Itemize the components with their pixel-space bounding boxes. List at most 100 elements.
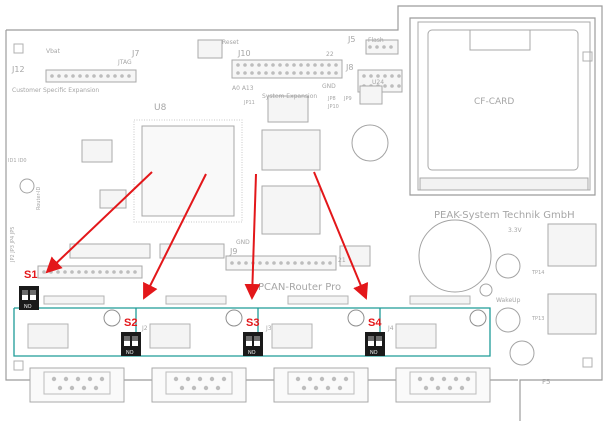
header-pin xyxy=(321,261,325,265)
header-pin xyxy=(126,270,130,274)
header-pin xyxy=(271,71,275,75)
main-chip-label: U8 xyxy=(154,103,167,113)
header-pin xyxy=(85,74,89,78)
header-pin xyxy=(390,74,394,78)
label-vbat: Vbat xyxy=(46,48,61,55)
header-pin xyxy=(285,71,289,75)
label-j3: J3 xyxy=(265,325,272,332)
label-ao: A0 A13 xyxy=(232,85,254,92)
header-pin xyxy=(307,261,311,265)
header-pin xyxy=(279,261,283,265)
header-pin xyxy=(369,74,373,78)
header-pin xyxy=(98,270,102,274)
header-pin xyxy=(383,84,387,88)
header-pin xyxy=(285,63,289,67)
header-pin xyxy=(390,84,394,88)
label-n22: 22 xyxy=(326,51,334,58)
switch-mark-s1: NO xyxy=(24,304,32,310)
header-pin xyxy=(92,74,96,78)
header-pin xyxy=(313,71,317,75)
header-pin xyxy=(286,261,290,265)
label-j2: J2 xyxy=(141,325,148,332)
label-j10: J10 xyxy=(237,49,251,58)
label-tp14: TP14 xyxy=(531,270,544,276)
can-channel-circles xyxy=(103,309,487,327)
label-n21: 21 xyxy=(338,257,346,264)
header-pin xyxy=(397,84,401,88)
header-pin xyxy=(70,270,74,274)
dsub-connectors xyxy=(29,367,491,403)
header-pin xyxy=(314,261,318,265)
pointer-arrows xyxy=(45,171,369,300)
arrow-s3 xyxy=(244,173,261,300)
label-j4: J4 xyxy=(387,325,394,332)
header-pin xyxy=(375,45,379,49)
label-jp8: JP8 xyxy=(327,96,336,102)
header-pin xyxy=(127,74,131,78)
header-pin xyxy=(278,71,282,75)
header-pin xyxy=(258,261,262,265)
switch-mark-s3: NO xyxy=(248,350,256,356)
header-pin xyxy=(230,261,234,265)
header-pin xyxy=(120,74,124,78)
cf-card-label: CF-CARD xyxy=(474,97,514,107)
header-pin xyxy=(71,74,75,78)
header-pin xyxy=(250,71,254,75)
dip-switch-s4: NO xyxy=(365,332,385,356)
header-pin xyxy=(328,261,332,265)
silkscreen-labels: Vbat JTAG J7 J12 Customer Specific Expan… xyxy=(8,35,550,386)
header-pin xyxy=(244,261,248,265)
main-processor xyxy=(133,119,243,223)
header-pin xyxy=(362,74,366,78)
label-j9: J9 xyxy=(229,247,237,256)
header-pin xyxy=(63,270,67,274)
header-pin xyxy=(50,74,54,78)
vendor-label: PEAK-System Technik GmbH xyxy=(434,210,575,221)
mounting-holes xyxy=(13,43,593,371)
label-j5: J5 xyxy=(347,35,355,44)
header-pin xyxy=(119,270,123,274)
header-pin xyxy=(271,63,275,67)
header-pin xyxy=(257,71,261,75)
header-pin xyxy=(112,270,116,274)
header-pin xyxy=(320,71,324,75)
label-wakeup: WakeUp xyxy=(496,297,521,304)
header-pin xyxy=(327,63,331,67)
label-f5: F5 xyxy=(542,378,550,386)
label-reset: Reset xyxy=(222,39,239,46)
header-pin xyxy=(376,74,380,78)
header-pin xyxy=(272,261,276,265)
arrow-s4 xyxy=(313,171,369,300)
dsub-connector xyxy=(29,367,125,403)
switch-label-s2: S2 xyxy=(124,317,137,329)
header-pin xyxy=(368,45,372,49)
header-pin xyxy=(383,74,387,78)
round-components xyxy=(19,124,535,366)
header-pin xyxy=(236,63,240,67)
switch-label-s3: S3 xyxy=(246,317,259,329)
arrow-s2 xyxy=(143,173,207,300)
label-system-expansion: System Expansion xyxy=(262,93,317,100)
header-pin xyxy=(257,63,261,67)
header-pin xyxy=(292,63,296,67)
header-pin xyxy=(334,71,338,75)
header-pin xyxy=(77,270,81,274)
label-jtag: JTAG xyxy=(117,59,132,66)
header-pin xyxy=(105,270,109,274)
label-gnd-mid: GND xyxy=(236,239,250,246)
label-router-id: Router-ID xyxy=(36,186,42,210)
header-pin xyxy=(299,71,303,75)
header-pin xyxy=(106,74,110,78)
header-pin xyxy=(327,71,331,75)
dsub-connector xyxy=(395,367,491,403)
label-customer-expansion: Customer Specific Expansion xyxy=(12,87,99,94)
header-pin xyxy=(389,45,393,49)
header-pin xyxy=(64,74,68,78)
label-jp11: JP11 xyxy=(243,100,255,106)
header-pin xyxy=(42,270,46,274)
header-pin xyxy=(78,74,82,78)
ic-components xyxy=(69,39,597,335)
dip-switch-s3: NO xyxy=(243,332,263,356)
switch-label-s1: S1 xyxy=(24,269,37,281)
header-pin xyxy=(56,270,60,274)
